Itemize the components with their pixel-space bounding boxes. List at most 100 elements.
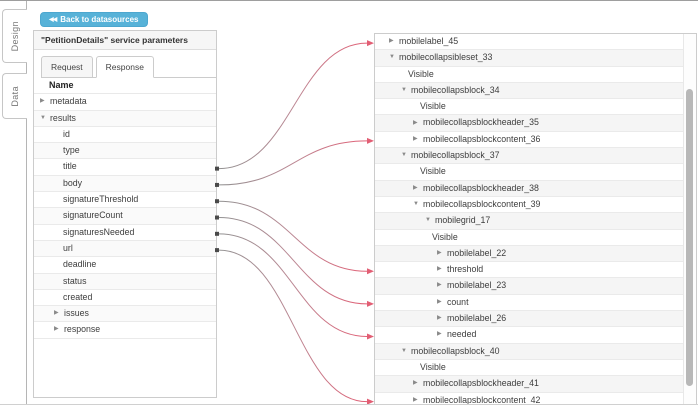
- tree-row-count[interactable]: ▶count: [375, 295, 683, 312]
- tree-row-label: mobilecollapsblock_40: [411, 345, 500, 356]
- tree-row-mobilecollapsibleset-33[interactable]: ▼ mobilecollapsibleset_33: [375, 50, 683, 67]
- request-response-tabs: Request Response: [41, 56, 216, 78]
- chevron-right-icon[interactable]: ▶: [437, 249, 442, 256]
- tree-row-label: metadata: [50, 96, 87, 107]
- tree-row-mobilecollapsblock-37[interactable]: ▼mobilecollapsblock_37: [375, 148, 683, 165]
- tree-row-label: mobilegrid_17: [435, 215, 491, 226]
- chevron-down-icon[interactable]: ▼: [401, 86, 407, 93]
- tree-row-label: Visible: [420, 101, 446, 112]
- rewind-icon: ◀◀: [49, 17, 57, 23]
- tree-row-mobilecollapsblockheader-38[interactable]: ▶ mobilecollapsblockheader_38: [375, 180, 683, 197]
- tree-row-label: mobilecollapsblockheader_35: [423, 117, 539, 128]
- chevron-right-icon[interactable]: ▶: [437, 298, 442, 305]
- tree-row-visible[interactable]: Visible: [375, 99, 683, 116]
- tree-row-mobilelabel-23[interactable]: ▶ mobilelabel_23: [375, 278, 683, 295]
- rail-tab-design[interactable]: Design: [2, 9, 27, 63]
- tree-row-label: mobilecollapsblockheader_38: [423, 182, 539, 193]
- tree-row-signaturethreshold[interactable]: signatureThreshold: [34, 192, 216, 209]
- chevron-right-icon[interactable]: ▶: [413, 135, 418, 142]
- tree-row-label: created: [63, 291, 93, 302]
- binding-wire: [218, 217, 368, 305]
- tree-row-metadata[interactable]: ▶ metadata: [34, 94, 216, 111]
- tree-row-mobilelabel-26[interactable]: ▶ mobilelabel_26: [375, 311, 683, 328]
- tree-row-threshold[interactable]: ▶ threshold: [375, 262, 683, 279]
- tree-row-type[interactable]: type: [34, 143, 216, 160]
- chevron-down-icon[interactable]: ▼: [401, 152, 407, 159]
- tree-row-label: Visible: [432, 231, 458, 242]
- rail-tab-data[interactable]: Data: [2, 73, 27, 119]
- tree-row-mobilecollapsblockcontent-36[interactable]: ▶mobilecollapsblockcontent_36: [375, 132, 683, 149]
- wire-arrowhead-icon: [367, 268, 374, 275]
- chevron-right-icon[interactable]: ▶: [54, 326, 59, 333]
- chevron-right-icon[interactable]: ▶: [437, 331, 442, 338]
- service-parameters-panel: "PetitionDetails" service parameters Req…: [33, 30, 217, 398]
- tree-row-status[interactable]: status: [34, 273, 216, 290]
- tree-row-label: mobilecollapsblockcontent_42: [423, 394, 541, 405]
- tree-row-label: mobilelabel_26: [447, 313, 507, 324]
- chevron-right-icon[interactable]: ▶: [413, 119, 418, 126]
- chevron-right-icon[interactable]: ▶: [437, 266, 442, 273]
- tab-response[interactable]: Response: [95, 56, 154, 78]
- back-button-label: Back to datasources: [60, 15, 139, 24]
- tree-row-issues[interactable]: ▶ issues: [34, 306, 216, 323]
- tree-row-response[interactable]: ▶response: [34, 322, 216, 339]
- binding-wire: [218, 42, 368, 170]
- tree-row-label: Visible: [420, 361, 446, 372]
- chevron-right-icon[interactable]: ▶: [437, 315, 442, 322]
- tree-row-visible[interactable]: Visible: [375, 164, 683, 181]
- chevron-right-icon[interactable]: ▶: [413, 380, 418, 387]
- tree-row-visible[interactable]: Visible: [375, 360, 683, 377]
- tree-row-mobilecollapsblock-40[interactable]: ▼ mobilecollapsblock_40: [375, 343, 683, 360]
- binding-wire: [218, 200, 368, 272]
- tree-row-visible[interactable]: Visible: [375, 67, 683, 83]
- tree-row-label: mobilecollapsibleset_33: [399, 52, 493, 63]
- tab-request[interactable]: Request: [41, 56, 93, 78]
- tree-row-body[interactable]: body: [34, 175, 216, 193]
- wire-arrowhead-icon: [367, 137, 374, 144]
- tree-row-url[interactable]: url: [34, 240, 216, 258]
- wire-arrowhead-icon: [367, 40, 374, 47]
- tree-row-mobilelabel-45[interactable]: ▶mobilelabel_45: [375, 34, 683, 51]
- tree-row-label: deadline: [63, 259, 97, 270]
- tree-row-mobilecollapsblockcontent-42[interactable]: ▶ mobilecollapsblockcontent_42: [375, 393, 683, 405]
- tree-row-results[interactable]: ▼results: [34, 110, 216, 127]
- tree-row-label: issues: [64, 308, 89, 319]
- back-to-datasources-button[interactable]: ◀◀ Back to datasources: [40, 12, 148, 27]
- tree-row-label: mobilelabel_22: [447, 247, 507, 258]
- chevron-right-icon[interactable]: ▶: [389, 38, 394, 45]
- scrollbar-thumb[interactable]: [686, 89, 693, 386]
- tree-row-mobilecollapsblockcontent-39[interactable]: ▼mobilecollapsblockcontent_39: [375, 197, 683, 214]
- rail-divider: [26, 1, 27, 404]
- chevron-down-icon[interactable]: ▼: [40, 114, 46, 121]
- tree-row-label: type: [63, 145, 80, 156]
- tree-row-title[interactable]: title: [34, 159, 216, 176]
- tree-row-created[interactable]: created: [34, 290, 216, 307]
- chevron-right-icon[interactable]: ▶: [413, 184, 418, 191]
- chevron-down-icon[interactable]: ▼: [425, 217, 431, 224]
- tree-row-mobilecollapsblockheader-35[interactable]: ▶ mobilecollapsblockheader_35: [375, 115, 683, 132]
- tree-row-mobilegrid-17[interactable]: ▼ mobilegrid_17: [375, 213, 683, 230]
- chevron-right-icon[interactable]: ▶: [413, 396, 418, 403]
- tree-row-id[interactable]: id: [34, 127, 216, 144]
- tree-row-signaturesneeded[interactable]: signaturesNeeded: [34, 225, 216, 241]
- chevron-down-icon[interactable]: ▼: [413, 200, 419, 207]
- chevron-down-icon[interactable]: ▼: [401, 347, 407, 354]
- tree-row-deadline[interactable]: deadline: [34, 257, 216, 274]
- tree-row-mobilecollapsblock-34[interactable]: ▼ mobilecollapsblock_34: [375, 82, 683, 100]
- tree-row-visible[interactable]: Visible: [375, 230, 683, 246]
- scrollbar-track[interactable]: [683, 34, 696, 404]
- tree-row-signaturecount[interactable]: signatureCount: [34, 208, 216, 225]
- chevron-right-icon[interactable]: ▶: [54, 310, 59, 317]
- chevron-right-icon[interactable]: ▶: [437, 282, 442, 289]
- wire-arrowhead-icon: [367, 300, 374, 307]
- tree-row-label: mobilelabel_23: [447, 280, 507, 291]
- chevron-right-icon[interactable]: ▶: [40, 98, 45, 105]
- tree-row-label: threshold: [447, 264, 484, 275]
- tree-row-label: mobilecollapsblock_34: [411, 84, 500, 95]
- tree-row-needed[interactable]: ▶needed: [375, 327, 683, 344]
- tree-row-mobilecollapsblockheader-41[interactable]: ▶mobilecollapsblockheader_41: [375, 376, 683, 393]
- chevron-down-icon[interactable]: ▼: [389, 54, 395, 61]
- tree-row-mobilelabel-22[interactable]: ▶ mobilelabel_22: [375, 245, 683, 263]
